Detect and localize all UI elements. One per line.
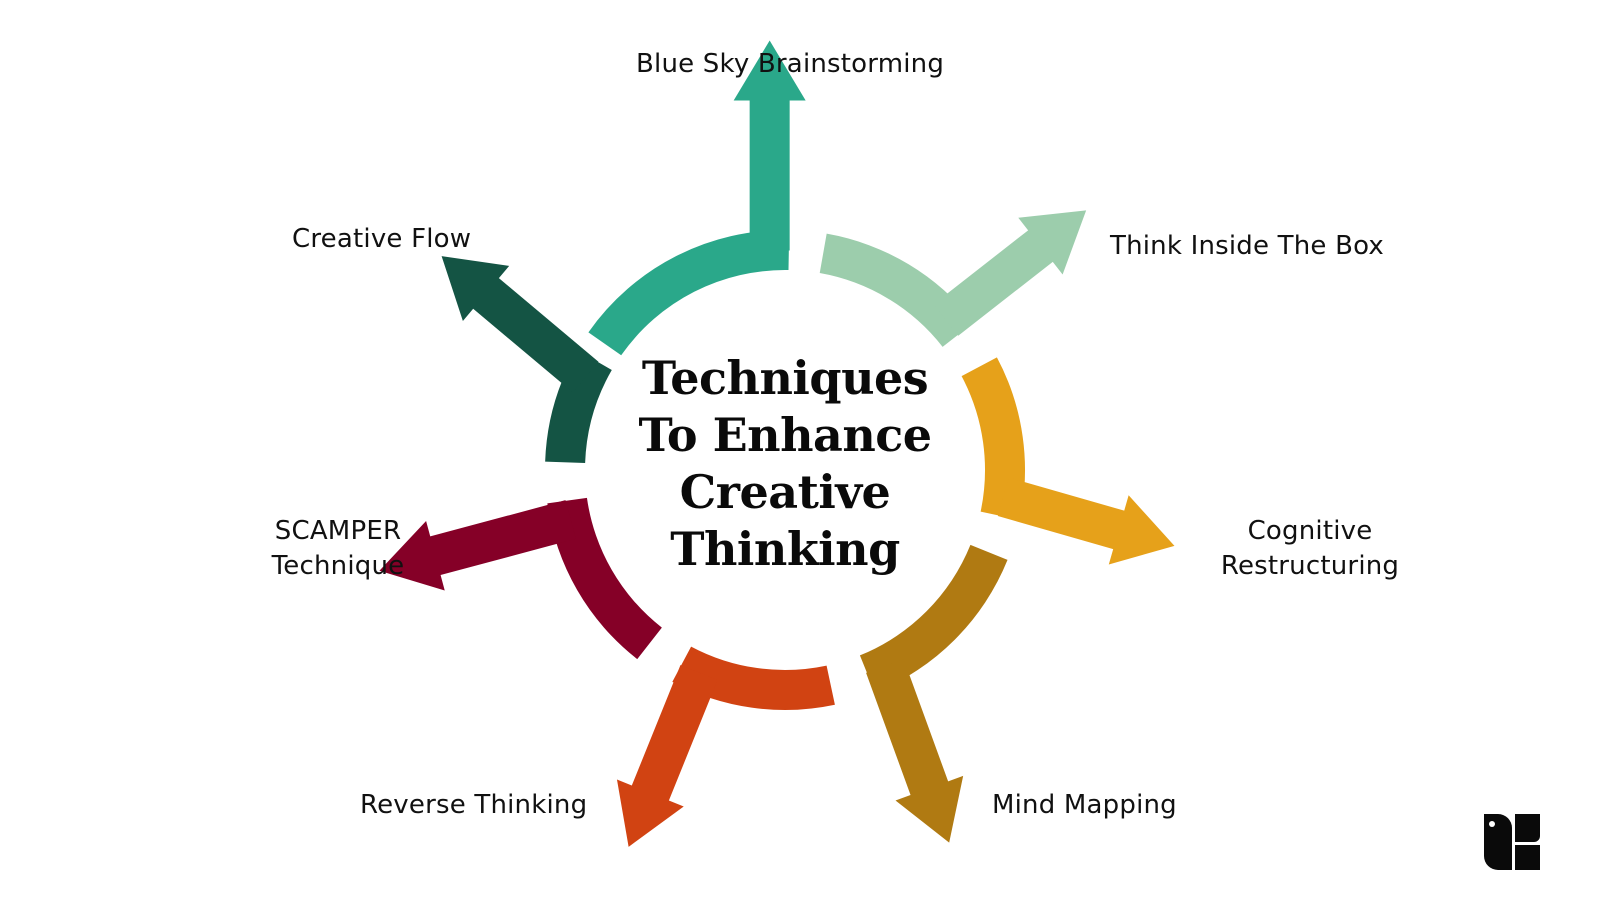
arrow-mind-mapping xyxy=(859,544,1008,843)
label-blue-sky-brainstorming: Blue Sky Brainstorming xyxy=(636,49,945,79)
arc-segment xyxy=(672,646,835,711)
arrow-cognitive-restructuring xyxy=(961,357,1175,565)
arrow-reverse-thinking xyxy=(616,646,835,847)
label-mind-mapping: Mind Mapping xyxy=(992,790,1177,820)
label-line: Cognitive xyxy=(1247,516,1373,546)
diagram-title: Techniques To Enhance Creative Thinking xyxy=(585,350,985,578)
label-line: SCAMPER xyxy=(274,516,402,546)
arc-segment xyxy=(545,350,612,464)
arrow-think-inside-the-box xyxy=(819,210,1087,347)
label-scamper-technique: SCAMPER Technique xyxy=(228,514,448,584)
title-line: Techniques xyxy=(641,351,929,405)
title-line: Thinking xyxy=(670,522,900,576)
label-line: Technique xyxy=(271,551,405,581)
title-line: To Enhance xyxy=(638,408,932,462)
arrow-head-icon xyxy=(866,659,964,843)
label-line: Restructuring xyxy=(1220,551,1400,581)
arrow-head-icon xyxy=(733,40,806,251)
arrow-head-icon xyxy=(379,500,576,591)
arc-segment xyxy=(819,233,975,347)
arrow-scamper-technique xyxy=(379,497,662,660)
arrow-head-icon xyxy=(933,210,1087,336)
brand-logo-icon xyxy=(1484,814,1540,870)
arrow-head-icon xyxy=(997,477,1175,565)
title-line: Creative xyxy=(679,465,891,519)
arc-segment xyxy=(859,544,1008,693)
arc-segment xyxy=(588,230,790,356)
label-reverse-thinking: Reverse Thinking xyxy=(360,790,588,820)
arrow-creative-flow xyxy=(441,256,612,464)
arrow-head-icon xyxy=(616,665,718,847)
label-cognitive-restructuring: Cognitive Restructuring xyxy=(1200,514,1420,584)
arrow-head-icon xyxy=(441,256,599,393)
label-creative-flow: Creative Flow xyxy=(292,224,472,254)
label-think-inside-the-box: Think Inside The Box xyxy=(1110,231,1385,261)
arrow-blue-sky-brainstorming xyxy=(588,40,806,356)
arc-segment xyxy=(547,497,662,660)
